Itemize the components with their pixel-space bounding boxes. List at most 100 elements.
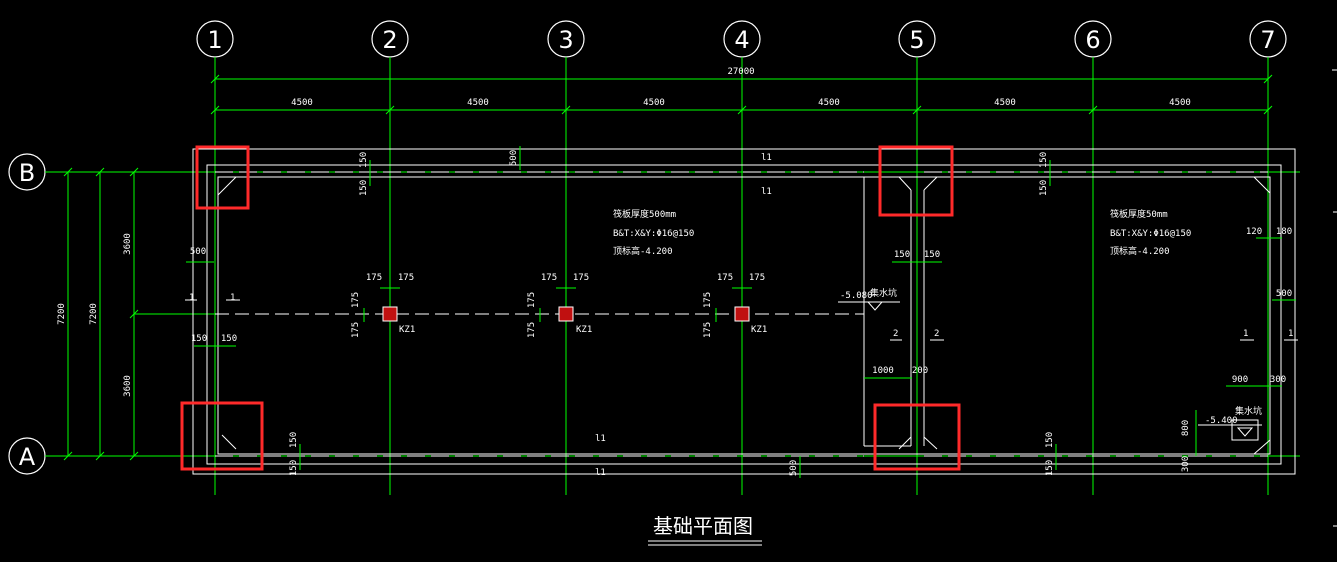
- bay-dimension-2: 4500: [467, 98, 489, 108]
- column-kz1-grid3: [558, 306, 574, 322]
- col-dim-d3: 175: [703, 322, 713, 338]
- bay-dimension-5: 4500: [994, 98, 1016, 108]
- slab-note-right-thickness: 筏板厚度50mm: [1110, 208, 1168, 220]
- wall-dim-150-h: 150: [924, 250, 940, 260]
- beam-mark-top-outer: l1: [761, 153, 772, 163]
- col-dim-c3: 175: [703, 292, 713, 308]
- slab-note-left-rebar: B&T:X&Y:Φ16@150: [613, 229, 694, 239]
- grid-column-labels: 1 2 3 4 5 6 7: [207, 26, 1275, 54]
- col-dim-c1: 175: [351, 292, 361, 308]
- sump-label-2: 集水坑: [1235, 405, 1262, 417]
- section-mark-1-east-right: 1: [1288, 329, 1293, 339]
- slab-note-right: 筏板厚度50mm B&T:X&Y:Φ16@150 顶标高-4.200: [1110, 208, 1191, 257]
- wall-dim-150-a: 150: [359, 152, 369, 168]
- wall-dim-150-d: 150: [1039, 180, 1049, 196]
- col-dim-a3: 175: [717, 273, 733, 283]
- sump-symbols: [838, 301, 1262, 441]
- section-mark-2-left: 2: [893, 329, 898, 339]
- section-mark-2-right: 2: [934, 329, 939, 339]
- top-dimension-lines: [210, 74, 1273, 115]
- col-dim-b1: 175: [398, 273, 414, 283]
- sump-label-1: 集水坑: [870, 287, 897, 299]
- col-dim-b3: 175: [749, 273, 765, 283]
- slab-outline: [192, 148, 1296, 475]
- grid-label-1: 1: [207, 26, 222, 54]
- grid-row-bubbles: [8, 153, 46, 475]
- column-tag-1: KZ1: [399, 325, 415, 335]
- slab-note-left-level: 顶标高-4.200: [613, 245, 673, 257]
- column-kz1-grid4: [734, 306, 750, 322]
- wall-dim-500-bottom: 500: [789, 460, 799, 476]
- slab-note-right-level: 顶标高-4.200: [1110, 245, 1170, 257]
- drawing-title: 基础平面图: [653, 514, 753, 538]
- wall-dim-120: 120: [1246, 227, 1262, 237]
- slab-note-right-rebar: B&T:X&Y:Φ16@150: [1110, 229, 1191, 239]
- wall-dim-150-k: 150: [1045, 432, 1055, 448]
- beam-mark-top-inner: l1: [761, 187, 772, 197]
- column-tags: KZ1 KZ1 KZ1: [399, 325, 767, 335]
- highlight-corner-B1: [195, 145, 250, 210]
- viewport-edge-marks: [1332, 69, 1337, 527]
- column-dim-labels: 175 175 175 175 175 175 175 175 175 175 …: [351, 273, 765, 338]
- bay-dimension-1: 4500: [291, 98, 313, 108]
- col-dim-b2: 175: [573, 273, 589, 283]
- wall-dim-150-b: 150: [359, 180, 369, 196]
- section-mark-lines: [185, 299, 1298, 341]
- column-tag-2: KZ1: [576, 325, 592, 335]
- left-dimension-lines: [63, 167, 215, 461]
- wall-dim-500-top: 500: [509, 150, 519, 166]
- columns: [382, 306, 750, 322]
- beam-mark-bottom-inner: l1: [595, 434, 606, 444]
- horizontal-dashed-lines: [215, 171, 1268, 457]
- sump-labels: 集水坑 -5.080 集水坑 -5.400: [840, 287, 1262, 426]
- left-dim-total-inner: 7200: [89, 303, 99, 325]
- column-dim-ticks: [363, 287, 752, 322]
- grid-label-3: 3: [558, 26, 573, 54]
- grid-label-4: 4: [734, 26, 749, 54]
- wall-dim-200: 200: [912, 366, 928, 376]
- wall-dim-300-a: 300: [1270, 375, 1286, 385]
- wall-dim-900: 900: [1232, 375, 1248, 385]
- grid-label-6: 6: [1085, 26, 1100, 54]
- overall-dimension: 27000: [727, 67, 754, 77]
- wall-dim-500-left: 500: [190, 247, 206, 257]
- bay-dimension-4: 4500: [818, 98, 840, 108]
- grid-label-A: A: [19, 443, 36, 471]
- highlight-corner-A1: [180, 401, 264, 471]
- wall-dim-800: 800: [1181, 420, 1191, 436]
- grid-label-5: 5: [909, 26, 924, 54]
- wall-dim-150-l: 150: [1045, 460, 1055, 476]
- grid-label-B: B: [19, 159, 35, 187]
- col-dim-a1: 175: [366, 273, 382, 283]
- col-dim-d1: 175: [351, 322, 361, 338]
- grid-label-2: 2: [382, 26, 397, 54]
- col-dim-a2: 175: [541, 273, 557, 283]
- column-kz1-grid2: [382, 306, 398, 322]
- left-dim-total-outer: 7200: [57, 303, 67, 325]
- bay-dimensions: 4500 4500 4500 4500 4500 4500: [291, 98, 1191, 108]
- grid-label-7: 7: [1260, 26, 1275, 54]
- beam-mark-bottom-outer: l1: [595, 468, 606, 478]
- wall-dim-300-b: 300: [1181, 456, 1191, 472]
- highlight-corner-A5: [873, 403, 961, 471]
- bay-dimension-3: 4500: [643, 98, 665, 108]
- wall-dim-ticks: [186, 146, 1296, 478]
- wall-dim-1000: 1000: [872, 366, 894, 376]
- section-mark-1-right: 1: [230, 293, 235, 303]
- left-dim-lower: 3600: [123, 375, 133, 397]
- bay-dimension-6: 4500: [1169, 98, 1191, 108]
- wall-dim-180: 180: [1276, 227, 1292, 237]
- highlight-corner-B5: [878, 145, 954, 217]
- wall-dim-150-g: 150: [894, 250, 910, 260]
- beam-marks: l1 l1 l1 l1: [595, 153, 772, 478]
- section-mark-1-left: 1: [189, 293, 194, 303]
- wall-dim-150-e: 150: [191, 334, 207, 344]
- col-dim-d2: 175: [527, 322, 537, 338]
- wall-dim-150-j: 150: [289, 460, 299, 476]
- section-mark-labels: 1 1 2 2 1 1: [189, 293, 1293, 339]
- slab-note-left: 筏板厚度500mm B&T:X&Y:Φ16@150 顶标高-4.200: [613, 208, 694, 257]
- highlight-boxes: [180, 145, 961, 471]
- sump-level-2: -5.400: [1205, 416, 1238, 426]
- wall-dim-500-right: 500: [1276, 289, 1292, 299]
